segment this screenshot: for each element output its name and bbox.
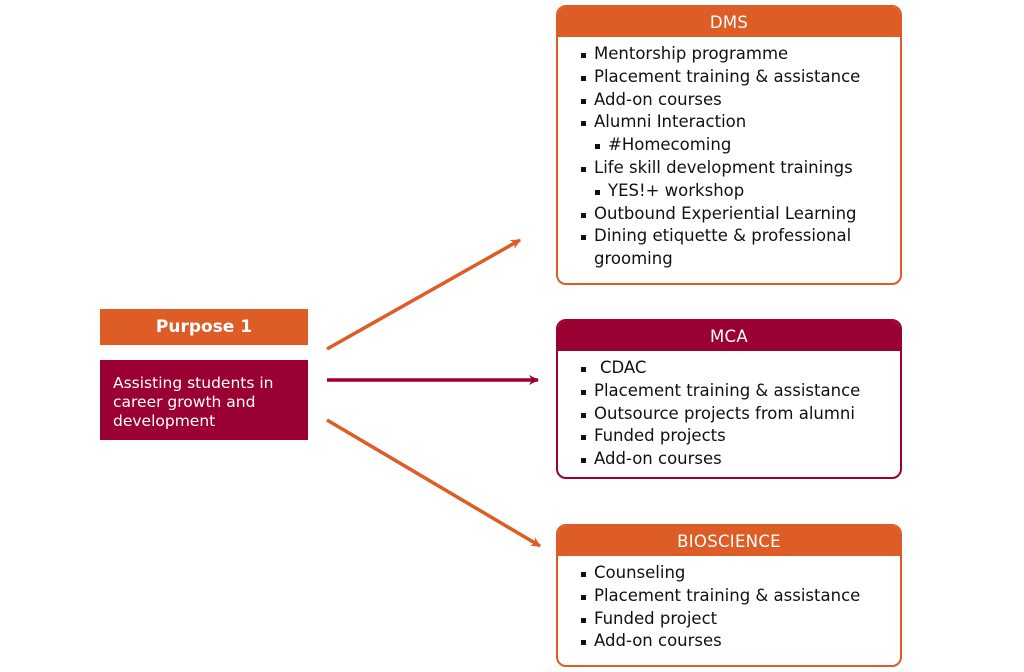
list-item: Funded projects	[580, 425, 892, 448]
mca-card: MCA CDAC Placement training & assistance…	[556, 319, 902, 479]
arrow-to-bioscience	[326, 418, 541, 548]
list-item: Add-on courses	[580, 448, 892, 471]
list-item: Dining etiquette & professional	[580, 225, 892, 248]
list-item: CDAC	[580, 357, 892, 380]
list-item: Alumni Interaction	[580, 111, 892, 134]
dms-card: DMS Mentorship programme Placement train…	[556, 5, 902, 285]
mca-item-list: CDAC Placement training & assistance Out…	[558, 351, 900, 471]
arrow-to-dms	[326, 238, 521, 351]
list-item: Counseling	[580, 562, 892, 585]
bioscience-item-list: Counseling Placement training & assistan…	[558, 556, 900, 653]
bioscience-card: BIOSCIENCE Counseling Placement training…	[556, 524, 902, 667]
list-item: Mentorship programme	[580, 43, 892, 66]
bioscience-card-header: BIOSCIENCE	[558, 526, 900, 556]
list-item: Outbound Experiential Learning	[580, 203, 892, 226]
purpose-description: Assisting students in career growth and …	[100, 360, 308, 440]
dms-card-header: DMS	[558, 7, 900, 37]
sub-list-item: #Homecoming	[594, 134, 892, 157]
list-item: Add-on courses	[580, 89, 892, 112]
list-item: Add-on courses	[580, 630, 892, 653]
mca-card-header: MCA	[558, 321, 900, 351]
list-item: Placement training & assistance	[580, 66, 892, 89]
list-item: Outsource projects from alumni	[580, 403, 892, 426]
list-item: Placement training & assistance	[580, 585, 892, 608]
list-item: Placement training & assistance	[580, 380, 892, 403]
list-item: Funded project	[580, 608, 892, 631]
dms-item-list: Mentorship programme Placement training …	[558, 37, 900, 271]
list-item-continuation: grooming	[594, 249, 673, 269]
sub-list-item: YES!+ workshop	[594, 180, 892, 203]
list-item: Life skill development trainings	[580, 157, 892, 180]
purpose-title: Purpose 1	[100, 309, 308, 345]
